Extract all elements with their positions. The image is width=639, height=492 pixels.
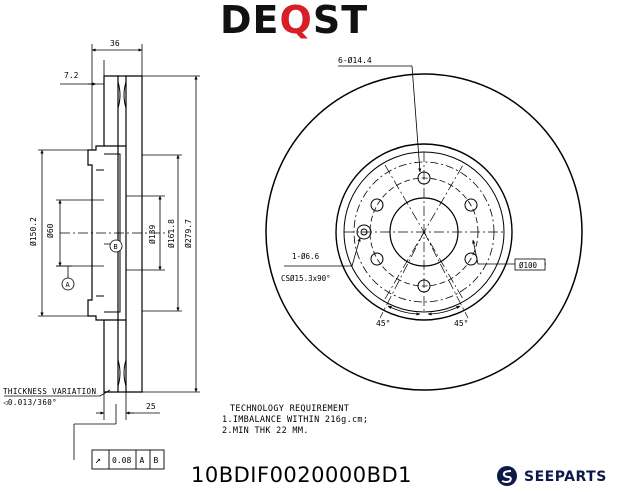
disc-inner-ring <box>335 143 513 321</box>
seeparts-logo-icon <box>497 466 517 486</box>
dim-countersink: CSØ15.3x90° <box>281 274 331 283</box>
thickness-variation-title: THICKNESS VARIATION <box>3 387 97 396</box>
disc-outer-edge <box>265 73 583 391</box>
datum-a-circle <box>61 277 75 291</box>
dim-bolt-holes: 6-Ø14.4 <box>338 55 372 65</box>
bolt-hole <box>370 198 384 212</box>
tech-req-line1: 1.IMBALANCE WITHIN 216g.cm; <box>222 415 369 425</box>
bolt-hole <box>370 252 384 266</box>
front-view-leaders <box>284 65 546 267</box>
thickness-variation: THICKNESS VARIATION ◁0.013/360° <box>3 386 96 408</box>
logo-prefix: DE <box>220 0 280 42</box>
dim-pcd: Ø100 <box>519 261 538 270</box>
front-view <box>265 73 583 391</box>
pcd-box <box>514 258 546 271</box>
dim-hub-dia: Ø139 <box>147 225 157 244</box>
side-section-view <box>60 75 170 393</box>
datum-a-label: A <box>66 281 71 289</box>
side-view-dimensions <box>4 44 200 460</box>
bolt-hole <box>464 198 478 212</box>
dim-inner-dia: Ø161.8 <box>166 219 176 248</box>
tolerance-symbol: ↗ <box>95 455 101 466</box>
tech-req-line2: 2.MIN THK 22 MM. <box>222 426 309 436</box>
deqst-logo: DEQST <box>220 0 380 42</box>
dim-hat-height: 25 <box>146 402 156 411</box>
tolerance-value: 0.08 <box>112 456 131 465</box>
logo-mark: Q <box>279 0 313 42</box>
dim-angle-left: 45° <box>376 319 390 328</box>
datum-b-circle <box>109 239 123 253</box>
datum-b-label: B <box>114 243 118 251</box>
dim-small-hole: 1-Ø6.6 <box>292 252 320 261</box>
tolerance-frame: ↗ 0.08 A B <box>91 449 165 470</box>
part-number: 10BDIF0020000BD1 <box>191 463 413 487</box>
thickness-variation-value: ◁0.013/360° <box>3 398 58 407</box>
dim-bore: Ø60 <box>45 223 55 238</box>
dim-angle-right: 45° <box>454 319 468 328</box>
tolerance-datum-b: B <box>154 456 159 465</box>
dim-pcd-center: Ø150.2 <box>28 217 38 246</box>
dim-overall-width: 36 <box>110 39 120 48</box>
dim-outer-dia: Ø279.7 <box>183 219 193 248</box>
logo-suffix: ST <box>312 0 369 42</box>
dim-offset: 7.2 <box>64 71 79 80</box>
tech-req-title: TECHNOLOGY REQUIREMENT <box>230 404 350 414</box>
tolerance-datum-a: A <box>140 456 145 465</box>
seeparts-brand-name: SEEPARTS <box>524 469 607 485</box>
